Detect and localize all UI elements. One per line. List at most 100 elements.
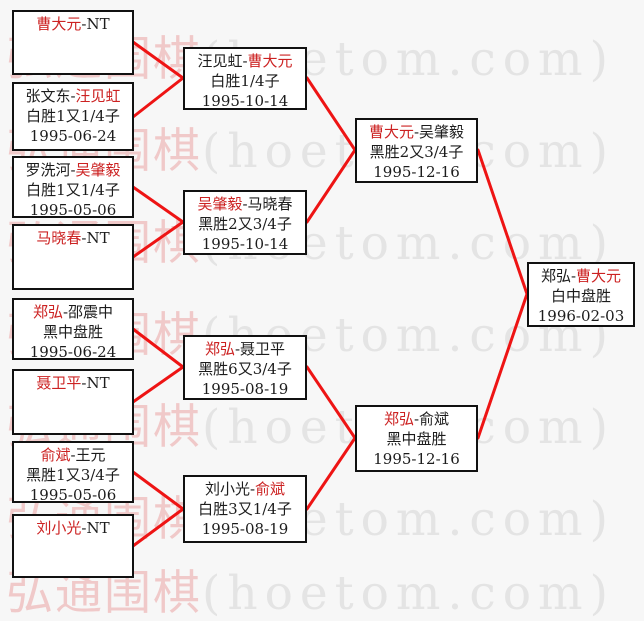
bracket-connector: [131, 507, 185, 548]
match-title: 曹大元-吴肇毅: [357, 122, 476, 142]
player1-name: 俞斌: [40, 446, 71, 464]
player2-name: NT: [86, 519, 110, 537]
player2-name: 马晓春: [247, 195, 293, 213]
player1-name: 聂卫平: [36, 374, 82, 392]
player2-name: 聂卫平: [240, 340, 286, 358]
match-date: 1995-05-06: [29, 201, 117, 219]
player1-name: 刘小光: [36, 519, 82, 537]
player1-name: 郑弘: [540, 267, 571, 285]
match-result: 黑胜2又3/4子: [369, 143, 464, 161]
match-box-sf-zhenghong-yubin: 郑弘-俞斌 黑中盘胜 1995-12-16: [355, 405, 478, 472]
name-separator: -: [242, 52, 248, 70]
match-title: 吴肇毅-马晓春: [185, 194, 305, 214]
name-separator: -: [70, 87, 76, 105]
match-box-r1-luoxihe-wuzhaoyi: 罗洗河-吴肇毅 白胜1又1/4子 1995-05-06: [12, 156, 134, 219]
name-separator: -: [81, 15, 87, 33]
name-separator: -: [413, 123, 420, 141]
bracket-connector: [131, 327, 185, 369]
match-date: 1995-12-16: [373, 450, 460, 468]
player1-name: 郑弘: [32, 303, 63, 321]
match-box-r1-seed-caodayuan: 曹大元-NT: [12, 10, 134, 75]
match-result: 白胜1又1/4子: [26, 107, 120, 125]
player2-name: NT: [86, 15, 110, 33]
match-title: 刘小光-NT: [14, 518, 132, 538]
player2-name: 曹大元: [247, 52, 293, 70]
bracket-connector: [476, 292, 529, 440]
match-box-r1-seed-nieweiping: 聂卫平-NT: [12, 369, 134, 435]
bracket-connector: [131, 76, 185, 119]
bracket-connector: [131, 220, 185, 259]
match-result: 白胜3又1/4子: [198, 500, 292, 518]
name-separator: -: [234, 340, 241, 358]
player1-name: 汪见虹: [197, 52, 243, 70]
player1-name: 吴肇毅: [197, 195, 243, 213]
name-separator: -: [62, 303, 69, 321]
match-title: 张文东-汪见虹: [14, 86, 132, 106]
bracket-connector: [305, 365, 357, 440]
bracket-connector: [131, 470, 185, 511]
match-date: 1995-08-19: [201, 380, 289, 398]
match-box-r2-wangjianhong-caodayuan: 汪见虹-曹大元 白胜1/4子 1995-10-14: [183, 47, 307, 110]
match-result: 白胜1/4子: [210, 72, 280, 90]
bracket-connector: [131, 365, 185, 404]
match-date: 1995-08-19: [201, 520, 289, 538]
match-title: 罗洗河-吴肇毅: [14, 160, 132, 180]
match-box-r1-seed-liuxiaoguang: 刘小光-NT: [12, 514, 134, 578]
match-date: 1995-12-16: [373, 163, 460, 181]
match-date: 1995-10-14: [201, 92, 289, 110]
match-date: 1995-06-24: [29, 127, 117, 145]
match-box-r2-wuzhaoyi-maxiaochun: 吴肇毅-马晓春 黑胜2又3/4子 1995-10-14: [183, 190, 307, 255]
match-result: 黑胜1又3/4子: [26, 466, 120, 484]
player1-name: 曹大元: [36, 15, 82, 33]
match-title: 郑弘-曹大元: [529, 266, 633, 286]
match-date: 1995-10-14: [201, 235, 289, 253]
bracket-connector: [131, 40, 185, 80]
bracket-connector: [476, 148, 529, 296]
name-separator: -: [70, 161, 76, 179]
player1-name: 刘小光: [204, 480, 250, 498]
match-box-r1-seed-maxiaochun: 马晓春-NT: [12, 224, 134, 290]
name-separator: -: [81, 519, 87, 537]
match-title: 俞斌-王元: [14, 445, 132, 465]
match-title: 曹大元-NT: [14, 14, 132, 34]
player2-name: 俞斌: [419, 410, 450, 428]
match-result: 黑胜2又3/4子: [198, 215, 292, 233]
bracket-connector: [305, 436, 357, 511]
match-box-r1-yubin-wangyuan: 俞斌-王元 黑胜1又3/4子 1995-05-06: [12, 441, 134, 504]
player2-name: 王元: [75, 446, 106, 464]
match-box-final-zhenghong-caodayuan: 郑弘-曹大元 白中盘胜 1996-02-03: [527, 262, 635, 327]
player1-name: 张文东: [25, 87, 71, 105]
player2-name: 汪见虹: [75, 87, 121, 105]
player1-name: 郑弘: [383, 410, 414, 428]
match-box-r2-zhenghong-nieweiping: 郑弘-聂卫平 黑胜6又3/4子 1995-08-19: [183, 335, 307, 400]
name-separator: -: [413, 410, 420, 428]
match-title: 汪见虹-曹大元: [185, 51, 305, 71]
player2-name: NT: [86, 229, 110, 247]
match-box-r1-zhangwendong-wangjianhong: 张文东-汪见虹 白胜1又1/4子 1995-06-24: [12, 82, 134, 151]
bracket-connector: [131, 185, 185, 224]
match-title: 郑弘-邵震中: [14, 302, 132, 322]
name-separator: -: [242, 195, 248, 213]
player2-name: 吴肇毅: [75, 161, 121, 179]
match-result: 黑胜6又3/4子: [198, 360, 292, 378]
player1-name: 曹大元: [368, 123, 414, 141]
match-date: 1995-06-24: [29, 343, 117, 361]
match-title: 刘小光-俞斌: [185, 479, 305, 499]
match-result: 黑中盘胜: [42, 323, 103, 341]
name-separator: -: [81, 229, 87, 247]
name-separator: -: [570, 267, 577, 285]
name-separator: -: [249, 480, 256, 498]
match-title: 聂卫平-NT: [14, 373, 132, 393]
match-box-r2-liuxiaoguang-yubin: 刘小光-俞斌 白胜3又1/4子 1995-08-19: [183, 475, 307, 543]
match-box-sf-caodayuan-wuzhaoyi: 曹大元-吴肇毅 黑胜2又3/4子 1995-12-16: [355, 118, 478, 183]
player2-name: NT: [86, 374, 110, 392]
player2-name: 曹大元: [576, 267, 622, 285]
bracket-connectors: [131, 40, 529, 548]
name-separator: -: [81, 374, 87, 392]
match-result: 白中盘胜: [550, 287, 611, 305]
player1-name: 郑弘: [204, 340, 235, 358]
match-date: 1996-02-03: [537, 307, 625, 325]
match-title: 郑弘-俞斌: [357, 409, 476, 429]
player1-name: 马晓春: [36, 229, 82, 247]
match-title: 郑弘-聂卫平: [185, 339, 305, 359]
